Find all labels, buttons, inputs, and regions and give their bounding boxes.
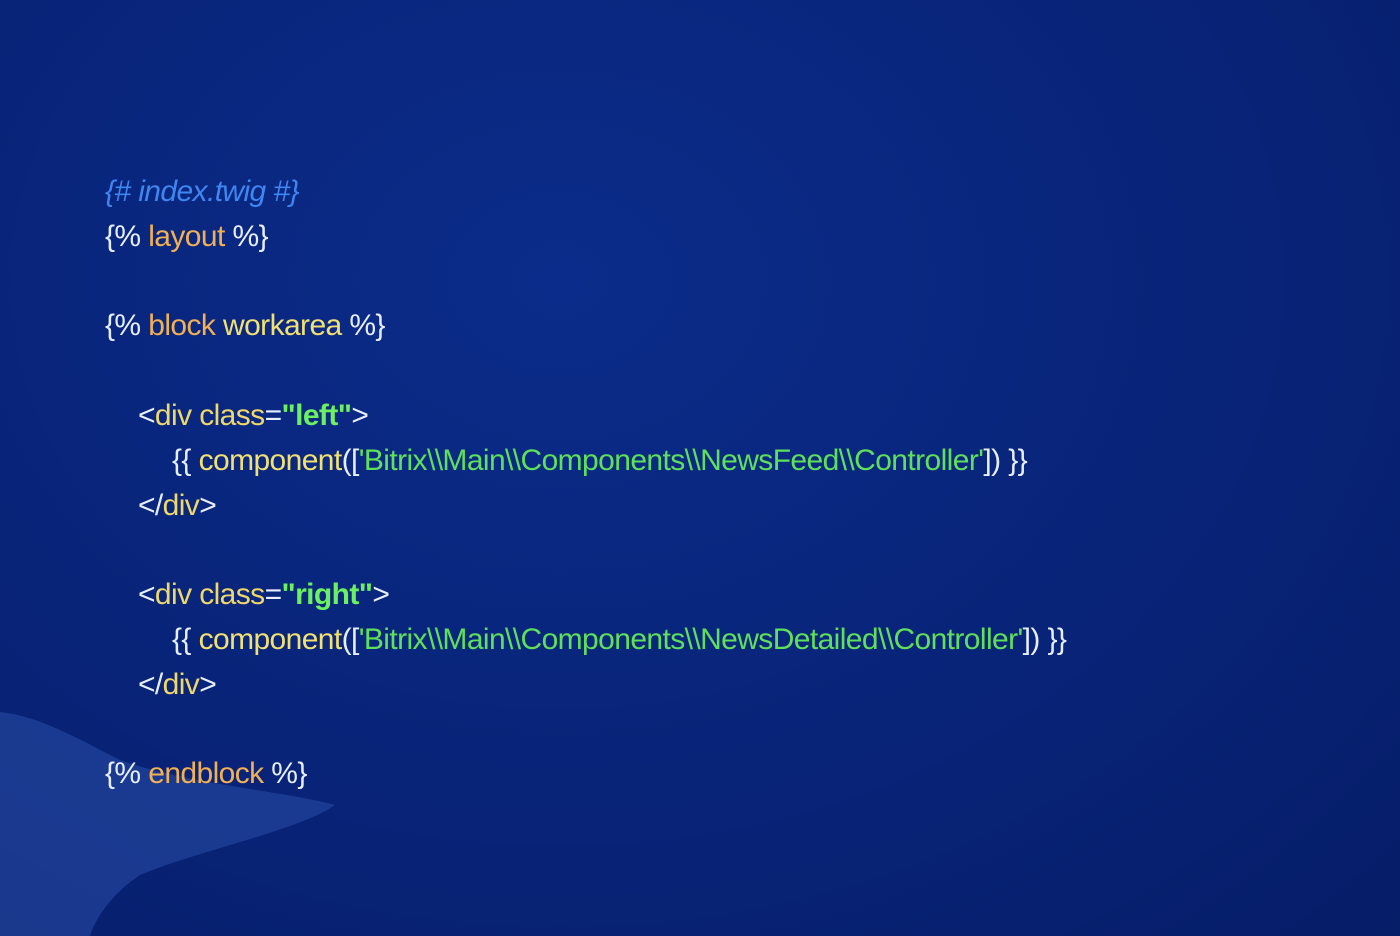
code-token-keyword: block — [148, 309, 216, 343]
code-line: </div> — [105, 484, 1066, 529]
code-token-punct: </ — [138, 488, 163, 522]
code-token-punct: {% — [105, 309, 149, 343]
code-token-keyword: endblock — [148, 757, 264, 791]
code-line: {% layout %} — [105, 215, 1066, 260]
code-token-punct: ]) }} — [983, 443, 1028, 477]
code-line: <div class="right"> — [105, 573, 1066, 618]
code-token-string: 'Bitrix\\Main\\Components\\NewsFeed\\Con… — [358, 443, 984, 477]
code-line — [105, 528, 1066, 573]
code-token-tag: div class — [154, 398, 265, 432]
code-line: {{ component(['Bitrix\\Main\\Components\… — [105, 618, 1067, 663]
code-token-tag: div class — [154, 578, 265, 612]
code-token-ident: component — [198, 443, 343, 477]
code-line: {# index.twig #} — [105, 170, 1066, 215]
code-block: {# index.twig #} {% layout %} {% block wo… — [105, 170, 1067, 797]
code-token-punct: {{ — [172, 443, 199, 477]
code-token-punct: ([ — [341, 443, 360, 477]
code-token-punct: ]) }} — [1022, 622, 1067, 656]
code-token-punct: > — [351, 398, 369, 432]
code-token-punct: {% — [105, 757, 149, 791]
code-token-punct: %} — [224, 219, 268, 253]
code-token-ident: component — [198, 622, 343, 656]
code-line: <div class="left"> — [105, 394, 1066, 439]
code-token-punct: {% — [105, 219, 149, 253]
code-token-punct: > — [199, 667, 217, 701]
code-line — [105, 349, 1066, 394]
code-token-punct: %} — [263, 757, 307, 791]
code-token-tag: div — [162, 488, 200, 522]
code-token-ident: workarea — [223, 309, 342, 343]
code-token-string: 'Bitrix\\Main\\Components\\NewsDetailed\… — [358, 622, 1023, 656]
code-line: {% block workarea %} — [105, 304, 1066, 349]
code-token-comment: {# index.twig #} — [105, 175, 299, 208]
code-token-punct: < — [138, 578, 156, 612]
code-token-strbold: "right" — [281, 578, 373, 612]
code-token-punct: </ — [138, 667, 163, 701]
code-token-punct: %} — [341, 309, 385, 343]
code-line: {{ component(['Bitrix\\Main\\Components\… — [105, 439, 1066, 484]
code-line — [105, 708, 1066, 753]
code-token-punct: < — [138, 398, 156, 432]
code-token-punct: {{ — [172, 622, 199, 656]
code-token-strbold: "left" — [281, 398, 352, 432]
code-token-punct: = — [264, 578, 283, 612]
code-token-punct — [215, 309, 223, 342]
code-token-punct: = — [264, 398, 283, 432]
code-token-punct: ([ — [341, 622, 360, 656]
code-line — [105, 260, 1066, 305]
code-token-punct: > — [372, 578, 390, 612]
code-token-keyword: layout — [148, 219, 225, 253]
code-token-punct: > — [199, 488, 217, 522]
code-line: {% endblock %} — [105, 752, 1066, 797]
code-line: </div> — [105, 663, 1066, 708]
code-token-tag: div — [162, 667, 200, 701]
